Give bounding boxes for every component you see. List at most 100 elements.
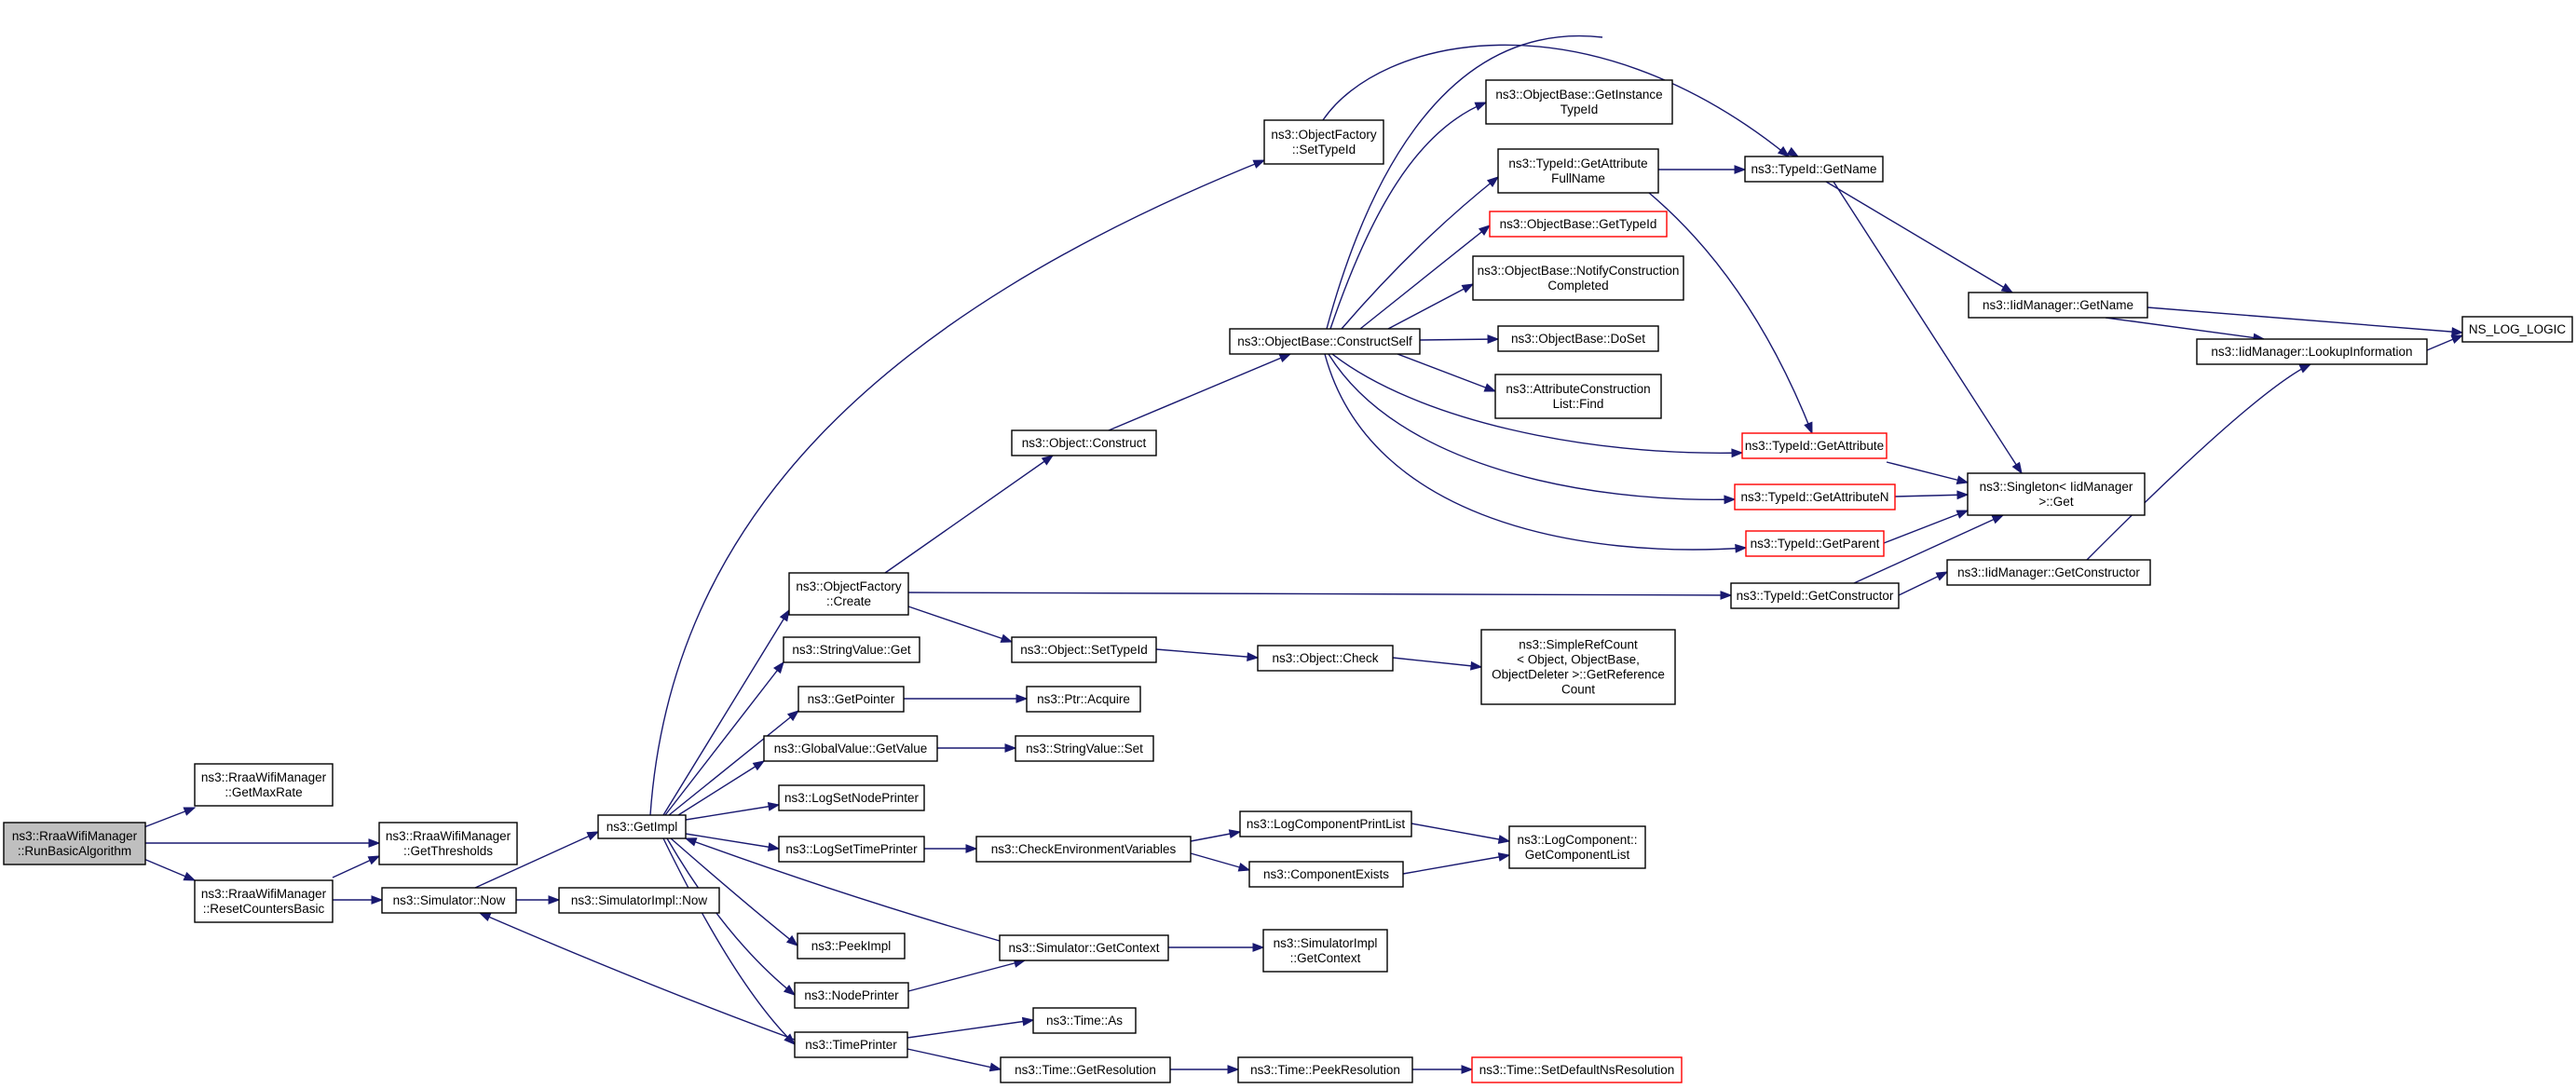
- node-constructself[interactable]: ns3::ObjectBase::ConstructSelf: [1229, 328, 1421, 355]
- node-box: [1248, 861, 1404, 888]
- edge-line: [668, 710, 799, 816]
- node-iidmgrgetname[interactable]: ns3::IidManager::GetName: [1968, 292, 2148, 319]
- edge-arrowhead: [371, 895, 384, 905]
- node-simgetcontext[interactable]: ns3::Simulator::GetContext: [999, 934, 1169, 961]
- node-timeprinter[interactable]: ns3::TimePrinter: [794, 1031, 908, 1058]
- node-stringvalueset[interactable]: ns3::StringValue::Set: [1015, 735, 1154, 762]
- node-resetcounters[interactable]: ns3::RraaWifiManager::ResetCountersBasic: [194, 879, 334, 923]
- node-objectcheck[interactable]: ns3::Object::Check: [1257, 645, 1394, 672]
- edge-line: [1886, 461, 1969, 483]
- node-iidmgrlookup[interactable]: ns3::IidManager::LookupInformation: [2196, 338, 2428, 365]
- edge-constructself-to-attrconstructionfind: [1397, 353, 1497, 392]
- node-box: [1480, 629, 1676, 705]
- node-simnow[interactable]: ns3::Simulator::Now: [381, 887, 517, 914]
- edge-simnow-to-getimpl: [474, 831, 600, 889]
- node-timegetres[interactable]: ns3::Time::GetResolution: [1000, 1056, 1171, 1083]
- node-singletonget[interactable]: ns3::Singleton< IidManager>::Get: [1967, 472, 2146, 516]
- edge-iidmgrgetname-to-iidmgrlookup: [2105, 317, 2266, 343]
- edge-typeidgetparent-to-singletonget: [1883, 510, 1969, 544]
- node-getpointer[interactable]: ns3::GetPointer: [797, 686, 905, 713]
- node-logsetnodeprinter[interactable]: ns3::LogSetNodePrinter: [778, 784, 925, 811]
- edge-arrowhead: [2011, 461, 2023, 475]
- node-objectconstruct[interactable]: ns3::Object::Construct: [1011, 429, 1157, 456]
- node-typeidgetparent[interactable]: ns3::TypeId::GetParent: [1745, 530, 1885, 557]
- node-objfactorycreate[interactable]: ns3::ObjectFactory::Create: [788, 572, 909, 616]
- node-getcomplist[interactable]: ns3::LogComponent::GetComponentList: [1508, 825, 1646, 869]
- node-getthresholds[interactable]: ns3::RraaWifiManager::GetThresholds: [378, 822, 518, 865]
- node-box: [558, 887, 720, 914]
- edge-arrowhead: [367, 855, 381, 865]
- node-objbasegettypeid[interactable]: ns3::ObjectBase::GetTypeId: [1489, 211, 1668, 238]
- node-checkenv[interactable]: ns3::CheckEnvironmentVariables: [975, 836, 1192, 863]
- edge-line: [1402, 854, 1510, 875]
- edge-line: [1894, 494, 1969, 497]
- node-ptracquire[interactable]: ns3::Ptr::Acquire: [1026, 686, 1141, 713]
- node-typeidgetattributen[interactable]: ns3::TypeId::GetAttributeN: [1734, 483, 1896, 510]
- edge-getimpl-to-logsetnodeprinter: [685, 801, 781, 821]
- edge-arrowhead: [1724, 495, 1737, 505]
- edge-arrowhead: [2298, 363, 2312, 374]
- node-simplerefcount[interactable]: ns3::SimpleRefCount< Object, ObjectBase,…: [1480, 629, 1676, 705]
- edge-arrowhead: [1777, 145, 1791, 157]
- node-label: ns3::TypeId::GetAttributeN: [1740, 490, 1888, 504]
- node-nodeprinter[interactable]: ns3::NodePrinter: [794, 982, 909, 1009]
- node-box: [1494, 374, 1662, 419]
- edge-arrowhead: [2450, 334, 2464, 344]
- node-label: ns3::TypeId::GetAttribute: [1745, 439, 1884, 453]
- node-typeidgetname[interactable]: ns3::TypeId::GetName: [1744, 156, 1884, 183]
- edge-arrowhead: [783, 985, 797, 996]
- edge-arrowhead: [1497, 835, 1511, 844]
- node-nsloglogic[interactable]: NS_LOG_LOGIC: [2461, 316, 2573, 343]
- node-objfactorysettypeid[interactable]: ns3::ObjectFactory::SetTypeId: [1263, 119, 1384, 165]
- edge-line: [1341, 176, 1499, 330]
- node-timepeekres[interactable]: ns3::Time::PeekResolution: [1237, 1056, 1413, 1083]
- node-simimplnow[interactable]: ns3::SimulatorImpl::Now: [558, 887, 720, 914]
- node-box: [1497, 148, 1659, 194]
- edge-arrowhead: [1935, 571, 1949, 581]
- node-compexists[interactable]: ns3::ComponentExists: [1248, 861, 1404, 888]
- node-label: ::GetThresholds: [403, 844, 493, 858]
- edge-getimpl-to-getpointer: [668, 710, 800, 816]
- edge-line: [685, 837, 1001, 942]
- node-objectsettypeid[interactable]: ns3::Object::SetTypeId: [1011, 636, 1157, 663]
- node-getimpl[interactable]: ns3::GetImpl: [597, 814, 687, 839]
- edge-arrowhead: [1000, 633, 1014, 643]
- edge-getimpl-to-timeprinter: [662, 837, 797, 1045]
- node-simimplgetcontext[interactable]: ns3::SimulatorImpl::GetContext: [1262, 929, 1388, 973]
- edge-line: [1387, 283, 1474, 330]
- edge-line: [649, 159, 1265, 816]
- node-doset[interactable]: ns3::ObjectBase::DoSet: [1497, 325, 1659, 352]
- edge-line: [685, 833, 780, 850]
- node-typeidgetattribute[interactable]: ns3::TypeId::GetAttribute: [1741, 432, 1888, 459]
- node-globalvaluegetvalue[interactable]: ns3::GlobalValue::GetValue: [763, 735, 938, 762]
- edge-line: [1324, 353, 1747, 551]
- edge-arrowhead: [1486, 176, 1500, 187]
- edge-typeidgetname-to-iidmgrgetname: [1825, 181, 2014, 293]
- edge-line: [1331, 353, 1743, 454]
- edge-line: [1155, 648, 1259, 659]
- node-peekimpl[interactable]: ns3::PeekImpl: [797, 932, 906, 960]
- node-logcompprintlist[interactable]: ns3::LogComponentPrintList: [1239, 810, 1412, 837]
- edge-arrowhead: [1474, 102, 1488, 111]
- node-box: [778, 836, 925, 863]
- node-iidmgrgetconstructor[interactable]: ns3::IidManager::GetConstructor: [1946, 559, 2151, 586]
- node-box: [778, 784, 925, 811]
- edge-line: [1328, 353, 1736, 500]
- node-notifyconstruction[interactable]: ns3::ObjectBase::NotifyConstructionCompl…: [1472, 255, 1684, 301]
- edge-simnow-to-simimplnow: [516, 895, 561, 905]
- node-logsettimeprinter[interactable]: ns3::LogSetTimePrinter: [778, 836, 925, 863]
- node-label: Count: [1561, 683, 1595, 697]
- node-getmaxrate[interactable]: ns3::RraaWifiManager::GetMaxRate: [194, 763, 334, 807]
- node-typeidgetconstructor[interactable]: ns3::TypeId::GetConstructor: [1730, 582, 1900, 609]
- node-label: ns3::ObjectBase::GetTypeId: [1500, 217, 1657, 231]
- node-setdefaultnsres[interactable]: ns3::Time::SetDefaultNsResolution: [1471, 1056, 1683, 1083]
- node-box: [783, 636, 920, 663]
- node-stringvalueget[interactable]: ns3::StringValue::Get: [783, 636, 920, 663]
- node-box: [1000, 1056, 1171, 1083]
- node-timeas[interactable]: ns3::Time::As: [1032, 1007, 1137, 1034]
- edge-simgetcontext-to-getimpl: [684, 837, 1001, 942]
